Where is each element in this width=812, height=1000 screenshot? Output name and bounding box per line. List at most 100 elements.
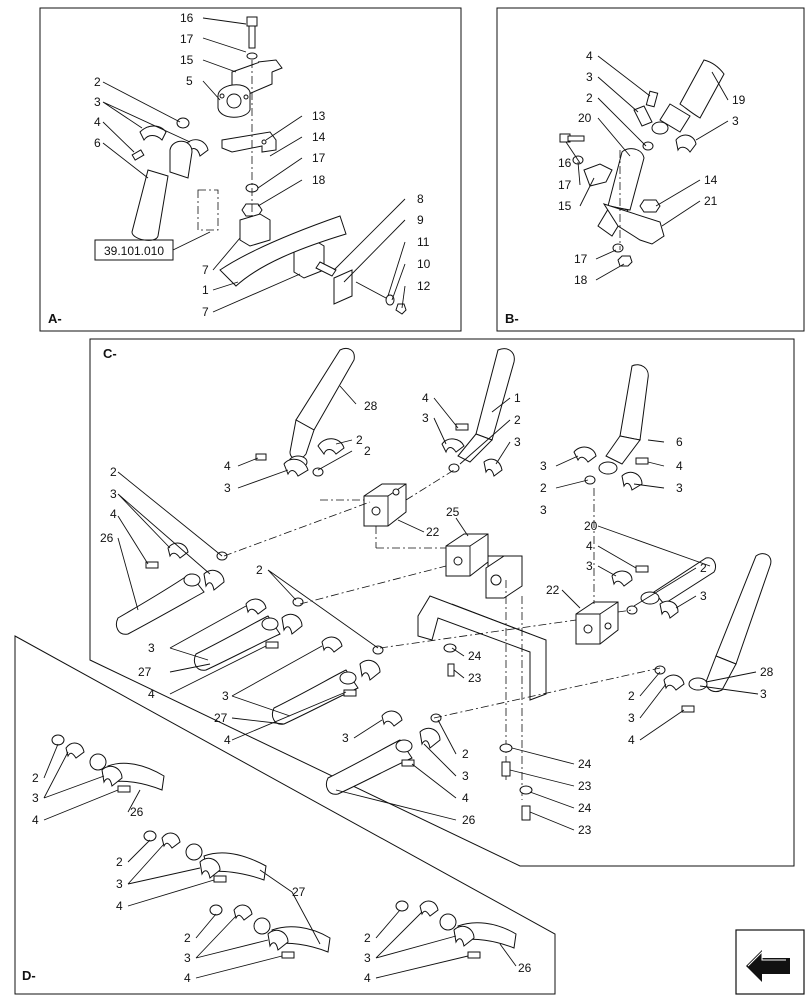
callout: 4 xyxy=(184,971,191,985)
callout: 24 xyxy=(578,801,592,815)
callout: 3 xyxy=(700,589,707,603)
callout: 8 xyxy=(417,192,424,206)
callout: 14 xyxy=(312,130,326,144)
callout: 3 xyxy=(732,114,739,128)
callout: 2 xyxy=(356,433,363,447)
callout: 21 xyxy=(704,194,718,208)
callout: 2 xyxy=(514,413,521,427)
callout: 5 xyxy=(186,74,193,88)
callout: 22 xyxy=(426,525,440,539)
callout: 27 xyxy=(292,885,306,899)
panel-d-callouts: 2 3 4 26 2 3 4 27 2 3 4 2 3 4 26 xyxy=(32,771,532,985)
callout: 17 xyxy=(312,151,326,165)
callout: 2 xyxy=(586,91,593,105)
callout: 2 xyxy=(364,931,371,945)
panel-a-frame xyxy=(39,7,462,332)
callout: 15 xyxy=(558,199,572,213)
callout: 3 xyxy=(586,559,593,573)
leader-lines xyxy=(43,17,759,979)
callout: 7 xyxy=(202,305,209,319)
callout: 27 xyxy=(138,665,152,679)
callout: 13 xyxy=(312,109,326,123)
panel-a-parts xyxy=(131,16,407,315)
callout: 19 xyxy=(732,93,746,107)
callout: 3 xyxy=(462,769,469,783)
callout: 3 xyxy=(222,689,229,703)
panel-c-parts xyxy=(115,347,772,821)
callout: 3 xyxy=(628,711,635,725)
callout: 3 xyxy=(116,877,123,891)
panel-d-parts xyxy=(51,734,517,959)
callout: 3 xyxy=(676,481,683,495)
callout: 4 xyxy=(148,687,155,701)
panel-c-callouts: 28 4 3 1 2 3 6 3 4 2 3 4 3 2 2 3 4 3 2 4… xyxy=(100,391,774,837)
callout: 26 xyxy=(518,961,532,975)
callout: 3 xyxy=(760,687,767,701)
arrow-left-icon[interactable] xyxy=(735,929,805,995)
callout: 18 xyxy=(574,273,588,287)
callout: 26 xyxy=(462,813,476,827)
callout: 4 xyxy=(586,539,593,553)
panel-a-label: A- xyxy=(48,311,62,326)
panel-c-frame xyxy=(89,338,795,867)
callout: 4 xyxy=(224,733,231,747)
callout: 14 xyxy=(704,173,718,187)
callout: 2 xyxy=(184,931,191,945)
callout: 24 xyxy=(468,649,482,663)
panel-a-callouts: 16 17 15 5 2 3 4 6 13 14 17 18 8 9 11 10… xyxy=(94,11,431,319)
callout: 3 xyxy=(514,435,521,449)
callout: 18 xyxy=(312,173,326,187)
callout: 16 xyxy=(180,11,194,25)
callout: 23 xyxy=(578,779,592,793)
callout: 3 xyxy=(364,951,371,965)
callout: 15 xyxy=(180,53,194,67)
callout: 4 xyxy=(676,459,683,473)
callout: 2 xyxy=(462,747,469,761)
callout: 4 xyxy=(628,733,635,747)
callout: 23 xyxy=(578,823,592,837)
callout: 17 xyxy=(574,252,588,266)
callout: 2 xyxy=(94,75,101,89)
callout: 4 xyxy=(224,459,231,473)
callout: 2 xyxy=(110,465,117,479)
callout: 6 xyxy=(94,136,101,150)
callout: 3 xyxy=(94,95,101,109)
callout: 9 xyxy=(417,213,424,227)
panel-d-frame xyxy=(14,635,556,995)
callout: 2 xyxy=(116,855,123,869)
callout: 28 xyxy=(760,665,774,679)
callout: 2 xyxy=(700,561,707,575)
callout: 3 xyxy=(422,411,429,425)
callout: 3 xyxy=(586,70,593,84)
callout: 6 xyxy=(676,435,683,449)
callout: 1 xyxy=(514,391,521,405)
panel-d-label: D- xyxy=(22,968,36,983)
callout: 24 xyxy=(578,757,592,771)
panel-b-callouts: 4 3 2 19 20 3 16 17 15 14 21 17 18 xyxy=(558,49,746,287)
reference-number: 39.101.010 xyxy=(104,244,164,258)
callout: 3 xyxy=(32,791,39,805)
callout: 3 xyxy=(540,503,547,517)
callout: 26 xyxy=(100,531,114,545)
panel-b-label: B- xyxy=(505,311,519,326)
callout: 3 xyxy=(148,641,155,655)
panel-b-frame xyxy=(496,7,805,332)
panel-b-parts xyxy=(559,59,725,267)
callout: 3 xyxy=(110,487,117,501)
callout: 4 xyxy=(32,813,39,827)
callout: 2 xyxy=(256,563,263,577)
callout: 4 xyxy=(110,507,117,521)
callout: 4 xyxy=(422,391,429,405)
callout: 17 xyxy=(558,178,572,192)
callout: 4 xyxy=(364,971,371,985)
callout: 4 xyxy=(586,49,593,63)
callout: 2 xyxy=(364,444,371,458)
callout: 28 xyxy=(364,399,378,413)
callout: 3 xyxy=(540,459,547,473)
callout: 25 xyxy=(446,505,460,519)
callout: 23 xyxy=(468,671,482,685)
callout: 11 xyxy=(417,235,430,249)
callout: 26 xyxy=(130,805,144,819)
callout: 3 xyxy=(224,481,231,495)
callout: 2 xyxy=(540,481,547,495)
